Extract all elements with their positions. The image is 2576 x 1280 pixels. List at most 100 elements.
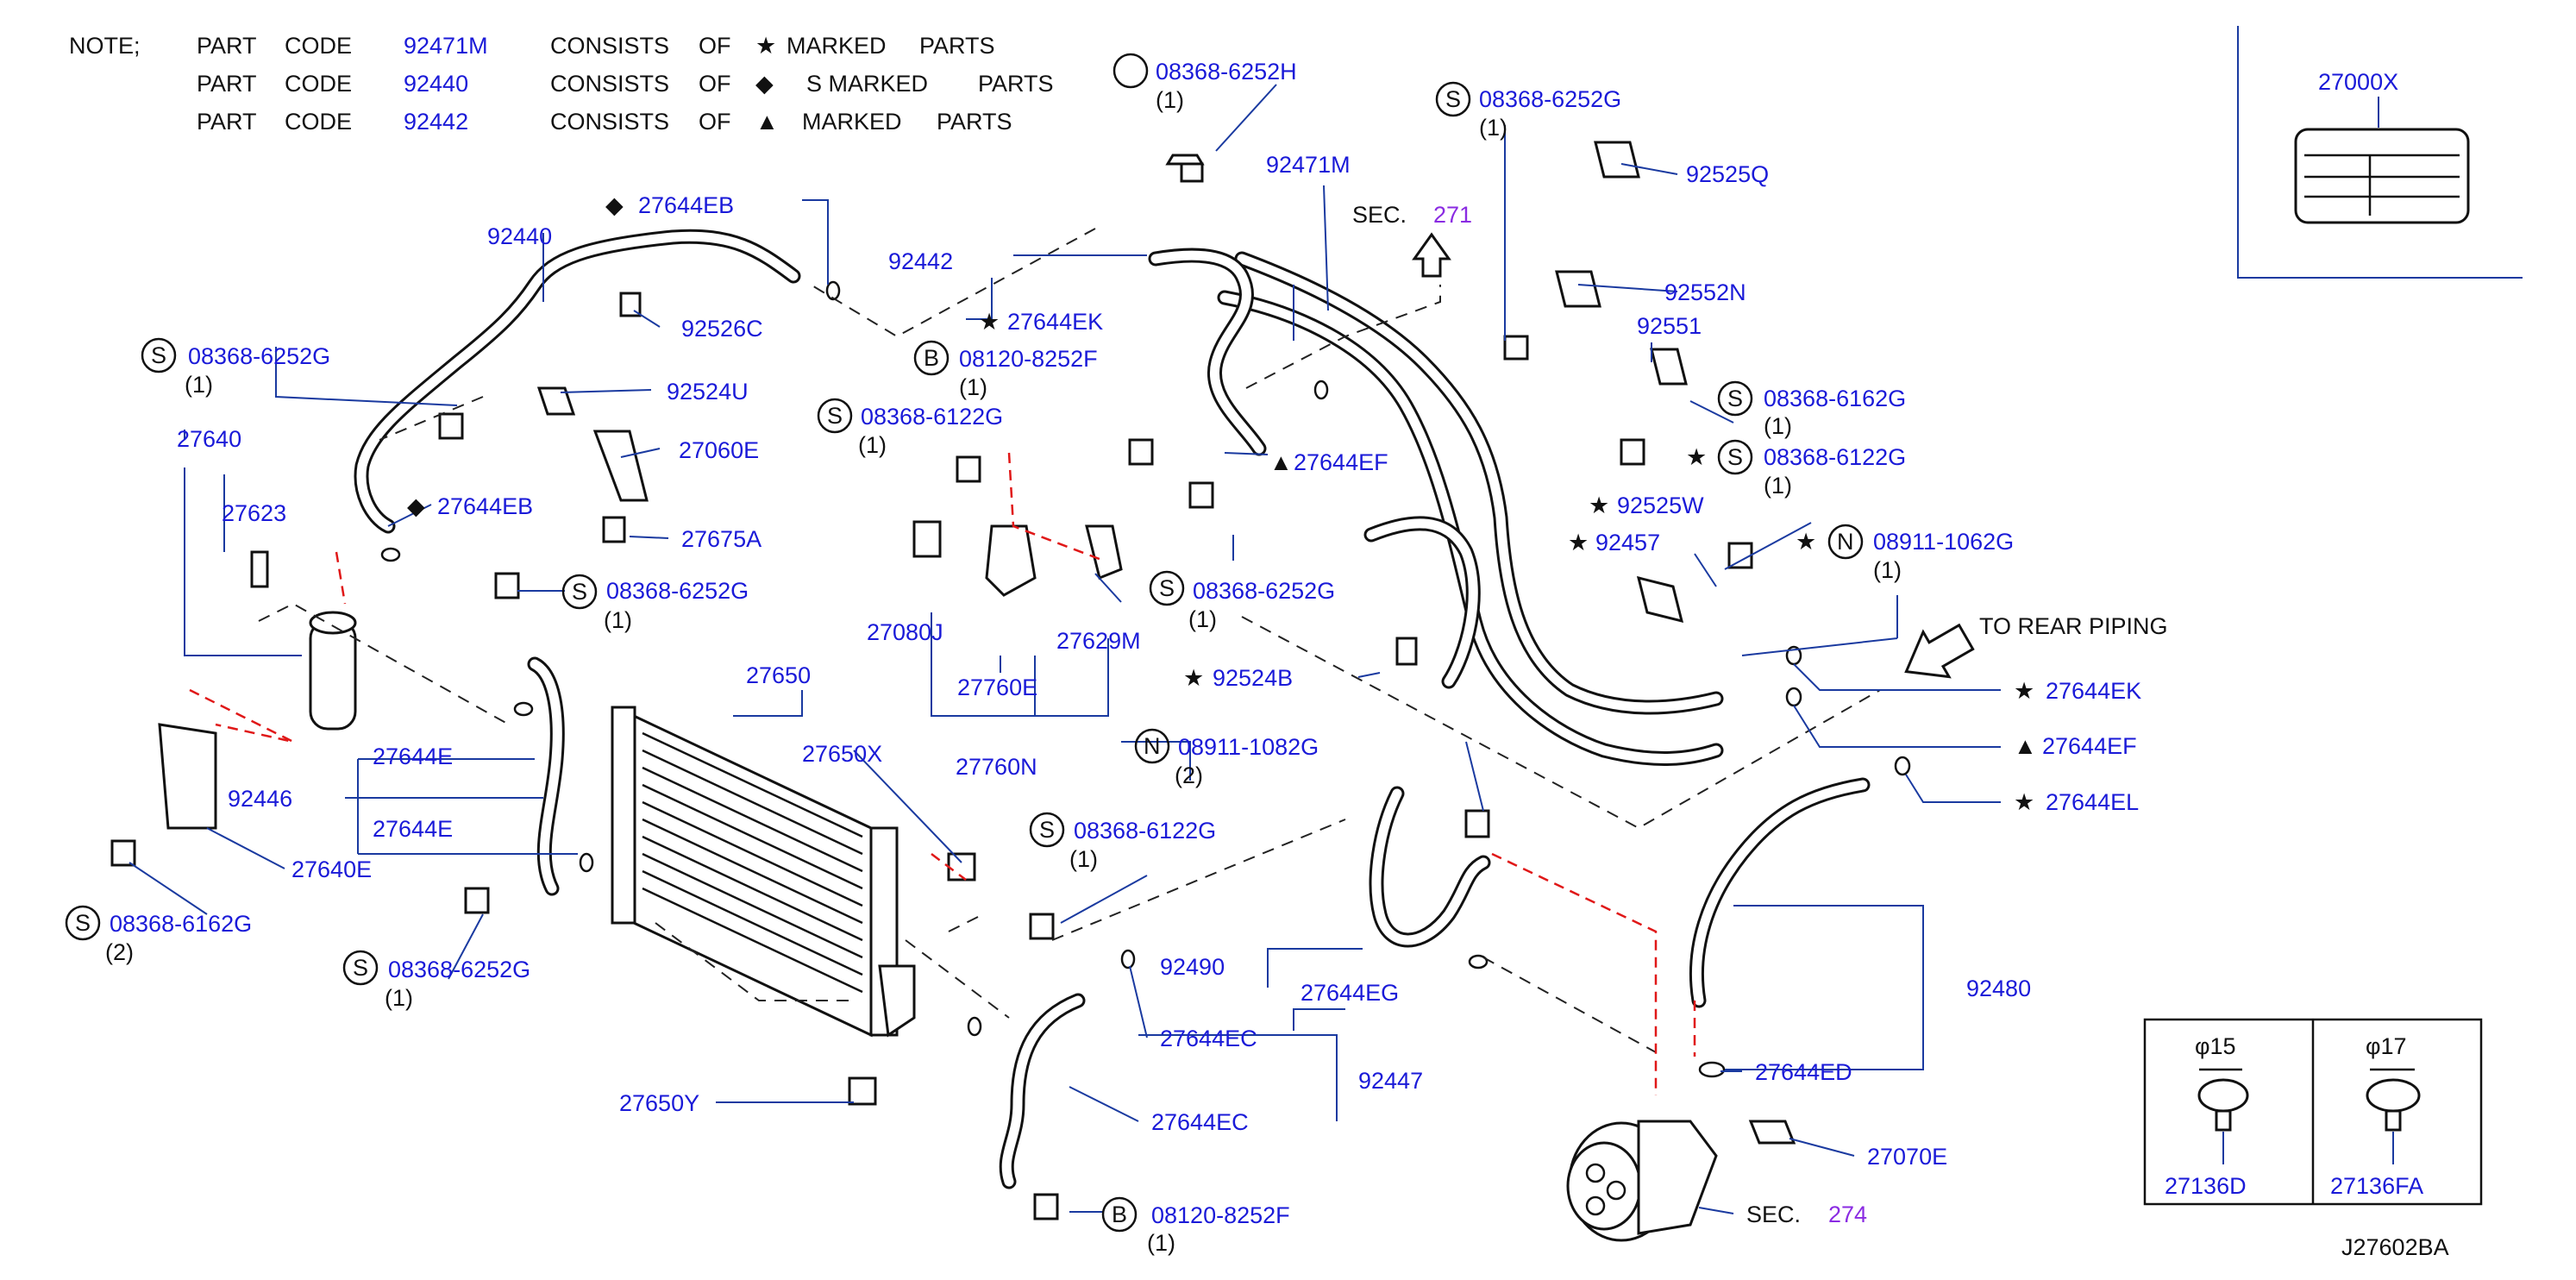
callout-qty: (1) (1764, 413, 1792, 439)
callout-08368-6122g[interactable]: 08368-6122G (861, 404, 1003, 430)
callout-08120-8252f[interactable]: 08120-8252F (959, 346, 1098, 372)
callout-08368-6252g[interactable]: 08368-6252G (188, 343, 330, 369)
clip-27070e (1748, 1120, 1796, 1145)
callout-27644eg[interactable]: 27644EG (1301, 980, 1399, 1006)
callout-27070e[interactable]: 27070E (1867, 1144, 1947, 1170)
note-row: PART CODE 92442 CONSISTS OF ▲ MARKED PAR… (197, 109, 1012, 135)
callout-27644ef[interactable]: 27644EF (2042, 733, 2137, 759)
callout-27650y[interactable]: 27650Y (619, 1090, 699, 1116)
callout-27644ec[interactable]: 27644EC (1151, 1109, 1249, 1135)
clip-27136d-icon (2197, 1078, 2249, 1113)
callout-27644ek[interactable]: 27644EK (1007, 309, 1103, 335)
star-marker: ★ (1568, 530, 1589, 555)
note-parts: PARTS (919, 33, 995, 59)
callout-27629m[interactable]: 27629M (1056, 628, 1141, 654)
callout-27136d[interactable]: 27136D (2165, 1173, 2247, 1199)
note-consists: CONSISTS (550, 109, 669, 135)
callout-92442[interactable]: 92442 (888, 248, 953, 274)
callout-27640e[interactable]: 27640E (291, 856, 372, 882)
bolt (1188, 481, 1214, 509)
marker-b: B (1112, 1202, 1127, 1227)
note-consists: CONSISTS (550, 71, 669, 97)
callout-27650x[interactable]: 27650X (802, 741, 882, 767)
marker-s: S (353, 955, 368, 981)
callout-08911-1062g[interactable]: 08911-1062G (1873, 529, 2014, 555)
note-consists: CONSISTS (550, 33, 669, 59)
callout-qty: (1) (1069, 846, 1098, 872)
section-ref-271[interactable]: 271 (1433, 202, 1472, 228)
circle-marker (1113, 53, 1149, 89)
callout-92457[interactable]: 92457 (1595, 530, 1660, 555)
note-row: PART CODE 92440 CONSISTS OF ◆ S MARKED P… (197, 71, 1054, 97)
diameter-label: φ17 (2366, 1033, 2407, 1059)
callout-92480[interactable]: 92480 (1966, 976, 2031, 1001)
bolt (1503, 335, 1529, 361)
bolt (1620, 438, 1645, 466)
callout-qty: (1) (1188, 606, 1217, 632)
callout-27644eb[interactable]: 27644EB (638, 192, 734, 218)
callout-92440[interactable]: 92440 (487, 223, 552, 249)
callout-27644e[interactable]: 27644E (373, 816, 453, 842)
callout-92447[interactable]: 92447 (1358, 1068, 1423, 1094)
note-part-code: 92440 (404, 71, 468, 97)
callout-qty: (1) (385, 985, 413, 1011)
bolt (494, 572, 520, 599)
pipe-92480 (1689, 777, 1871, 1008)
callout-27644eb[interactable]: 27644EB (437, 493, 533, 519)
star-marker: ★ (1686, 444, 1707, 470)
callout-27000x[interactable]: 27000X (2318, 69, 2398, 95)
callout-27760e[interactable]: 27760E (957, 675, 1037, 700)
callout-92552n[interactable]: 92552N (1664, 279, 1746, 305)
diameter-label: φ15 (2195, 1033, 2236, 1059)
pipe-92440 (354, 229, 801, 534)
callout-27080j[interactable]: 27080J (867, 619, 943, 645)
callout-92471m[interactable]: 92471M (1266, 152, 1351, 178)
callout-92524u[interactable]: 92524U (667, 379, 749, 405)
callout-27623[interactable]: 27623 (222, 500, 286, 526)
callout-92490[interactable]: 92490 (1160, 954, 1225, 980)
callout-92526c[interactable]: 92526C (681, 316, 763, 342)
callout-08368-6252h[interactable]: 08368-6252H (1156, 59, 1297, 85)
clip-27136fa-icon (2366, 1078, 2421, 1113)
bolt (438, 412, 464, 440)
sensor-27650x (947, 852, 976, 882)
callout-27640[interactable]: 27640 (177, 426, 241, 452)
callout-27644ek[interactable]: 27644EK (2046, 678, 2141, 704)
note-label: NOTE; (69, 33, 141, 59)
callout-08368-6122g[interactable]: 08368-6122G (1074, 818, 1216, 844)
callout-08368-6162g[interactable]: 08368-6162G (110, 911, 252, 937)
callout-92525q[interactable]: 92525Q (1686, 161, 1769, 187)
callout-08120-8252f[interactable]: 08120-8252F (1151, 1202, 1290, 1228)
section-ref-274[interactable]: 274 (1828, 1202, 1867, 1227)
callout-27644e[interactable]: 27644E (373, 744, 453, 769)
note-of: OF (699, 71, 731, 97)
block-joint-27760e (985, 524, 1037, 597)
section-ref-label: SEC. (1352, 202, 1407, 228)
callout-27644el[interactable]: 27644EL (2046, 789, 2139, 815)
marker-s: S (1039, 817, 1055, 843)
callout-92525w[interactable]: 92525W (1617, 493, 1704, 518)
callout-92446[interactable]: 92446 (228, 786, 292, 812)
callout-27675a[interactable]: 27675A (681, 526, 762, 552)
callout-27760n[interactable]: 27760N (956, 754, 1037, 780)
star-marker: ★ (2014, 678, 2034, 704)
bracket-92457 (1636, 575, 1684, 624)
callout-08368-6122g[interactable]: 08368-6122G (1764, 444, 1906, 470)
callout-08368-6162g[interactable]: 08368-6162G (1764, 386, 1906, 411)
callout-92551[interactable]: 92551 (1637, 313, 1702, 339)
callout-27650[interactable]: 27650 (746, 662, 811, 688)
callout-08368-6252g[interactable]: 08368-6252G (606, 578, 749, 604)
callout-27060e[interactable]: 27060E (679, 437, 759, 463)
callout-08911-1082g[interactable]: 08911-1082G (1178, 734, 1319, 760)
callout-08368-6252g[interactable]: 08368-6252G (1479, 86, 1621, 112)
marker-s: S (1727, 386, 1743, 411)
bolt (956, 455, 981, 483)
callout-27644ed[interactable]: 27644ED (1755, 1059, 1852, 1085)
callout-27644ec[interactable]: 27644EC (1160, 1026, 1257, 1051)
callout-27136fa[interactable]: 27136FA (2330, 1173, 2423, 1199)
callout-08368-6252g[interactable]: 08368-6252G (388, 957, 530, 982)
callout-08368-6252g[interactable]: 08368-6252G (1193, 578, 1335, 604)
callout-92524b[interactable]: 92524B (1213, 665, 1293, 691)
triangle-marker: ▲ (1269, 449, 1293, 475)
callout-27644ef[interactable]: 27644EF (1294, 449, 1388, 475)
